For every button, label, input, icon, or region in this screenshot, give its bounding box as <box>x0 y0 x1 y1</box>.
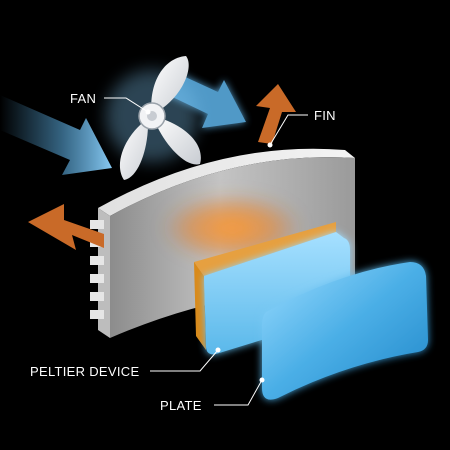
label-fan: FAN <box>70 91 96 106</box>
airflow-in-arrow <box>0 95 112 175</box>
leader-dots <box>145 109 273 383</box>
label-plate: PLATE <box>160 398 202 413</box>
cold-plate <box>262 262 428 400</box>
hot-air-arrow-up <box>256 84 296 144</box>
leader-lines <box>104 97 308 406</box>
fan-icon <box>106 56 201 180</box>
label-peltier-device: PELTIER DEVICE <box>30 364 139 379</box>
label-fin: FIN <box>314 108 336 123</box>
hot-air-arrow-left <box>28 204 104 250</box>
